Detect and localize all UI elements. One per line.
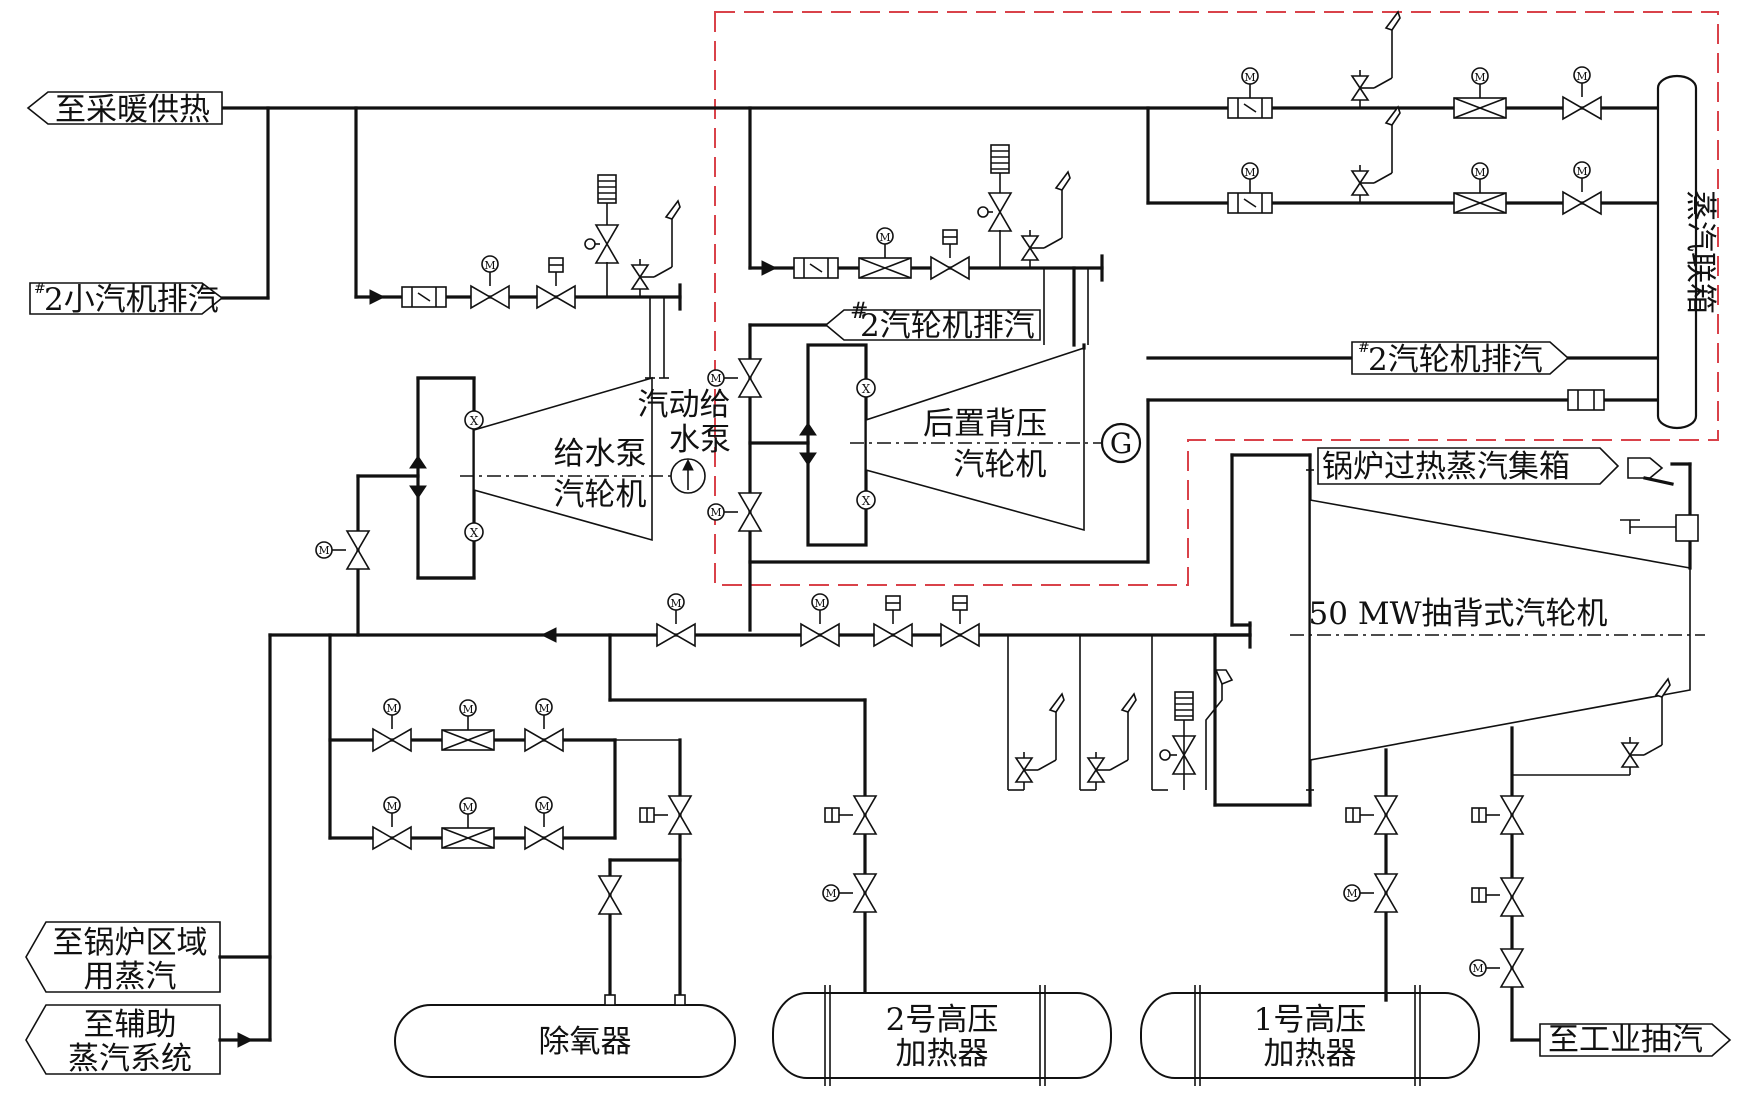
exhaust-tag-center: # 2汽轮机排汽 <box>824 299 1041 344</box>
svg-text:2号高压: 2号高压 <box>886 1002 999 1038</box>
back-pressure-turbine: X X G 后置背压 汽轮机 <box>707 323 1150 632</box>
main-turbine-label: 50 MW抽背式汽轮机 <box>1309 596 1608 632</box>
svg-text:2小汽机排汽: 2小汽机排汽 <box>44 282 219 318</box>
svg-text:2汽轮机排汽: 2汽轮机排汽 <box>1368 342 1543 378</box>
svg-text:#: # <box>34 281 46 297</box>
to-industrial-tag[interactable]: 至工业抽汽 <box>1539 1022 1732 1058</box>
header-branch-bottom <box>1567 389 1605 411</box>
small-turbine-steam-line <box>369 174 681 379</box>
svg-text:X: X <box>862 494 871 508</box>
svg-text:1号高压: 1号高压 <box>1254 1002 1367 1038</box>
svg-text:X: X <box>862 382 871 396</box>
svg-text:X: X <box>470 526 479 540</box>
boundary-box <box>714 11 1719 586</box>
exhaust-small-2-tag[interactable]: # 2小汽机排汽 <box>29 281 224 318</box>
main-turbine: 50 MW抽背式汽轮机 <box>1213 453 1705 807</box>
svg-text:汽动给: 汽动给 <box>638 387 731 423</box>
aux-steam-tag[interactable]: 至辅助 蒸汽系统 <box>25 1004 221 1077</box>
header-branch-mid <box>1227 106 1602 215</box>
svg-text:#: # <box>1358 340 1370 356</box>
feed-pump-supply <box>315 474 420 637</box>
svg-text:至辅助: 至辅助 <box>84 1007 177 1043</box>
svg-text:至采暖供热: 至采暖供热 <box>55 92 210 128</box>
hp-heater-1: 1号高压 加热器 <box>1140 985 1480 1086</box>
svg-text:汽轮机: 汽轮机 <box>954 447 1047 483</box>
steam-header-vessel: 蒸汽联箱 <box>1656 74 1718 430</box>
exhaust-tag-right: # 2汽轮机排汽 <box>1351 340 1570 378</box>
deaerator: 除氧器 <box>394 994 736 1078</box>
back-pressure-steam-line <box>761 144 1089 347</box>
boiler-header-tag: 锅炉过热蒸汽集箱 <box>1317 447 1699 570</box>
svg-text:给水泵: 给水泵 <box>554 436 647 472</box>
turbine-extractions <box>1343 678 1671 1042</box>
header-branch-top <box>1227 11 1602 120</box>
svg-text:用蒸汽: 用蒸汽 <box>84 959 177 995</box>
svg-text:X: X <box>470 414 479 428</box>
main-steam-header <box>218 593 1252 1048</box>
svg-text:2汽轮机排汽: 2汽轮机排汽 <box>860 308 1035 344</box>
svg-text:汽轮机: 汽轮机 <box>554 477 647 513</box>
deaerator-supply <box>328 633 877 1002</box>
svg-text:锅炉过热蒸汽集箱: 锅炉过热蒸汽集箱 <box>1322 449 1570 485</box>
svg-text:后置背压: 后置背压 <box>923 406 1047 442</box>
header-drains <box>1007 635 1234 791</box>
to-heating-tag[interactable]: 至采暖供热 <box>26 91 223 128</box>
svg-text:水泵: 水泵 <box>669 422 731 458</box>
svg-text:蒸汽系统: 蒸汽系统 <box>68 1041 192 1077</box>
svg-text:加热器: 加热器 <box>896 1036 989 1072</box>
svg-text:#: # <box>850 299 868 324</box>
svg-text:至锅炉区域: 至锅炉区域 <box>53 925 208 961</box>
generator-symbol: G <box>1110 427 1132 460</box>
steam-header-label: 蒸汽联箱 <box>1682 190 1718 314</box>
feed-pump-turbine: X X 给水泵 汽轮机 汽动给 水泵 <box>409 376 731 580</box>
boiler-area-tag[interactable]: 至锅炉区域 用蒸汽 <box>25 921 221 995</box>
svg-text:至工业抽汽: 至工业抽汽 <box>1548 1022 1703 1058</box>
svg-text:加热器: 加热器 <box>1264 1036 1357 1072</box>
svg-text:除氧器: 除氧器 <box>539 1024 632 1060</box>
hp-heater-2: 2号高压 加热器 <box>772 985 1112 1086</box>
